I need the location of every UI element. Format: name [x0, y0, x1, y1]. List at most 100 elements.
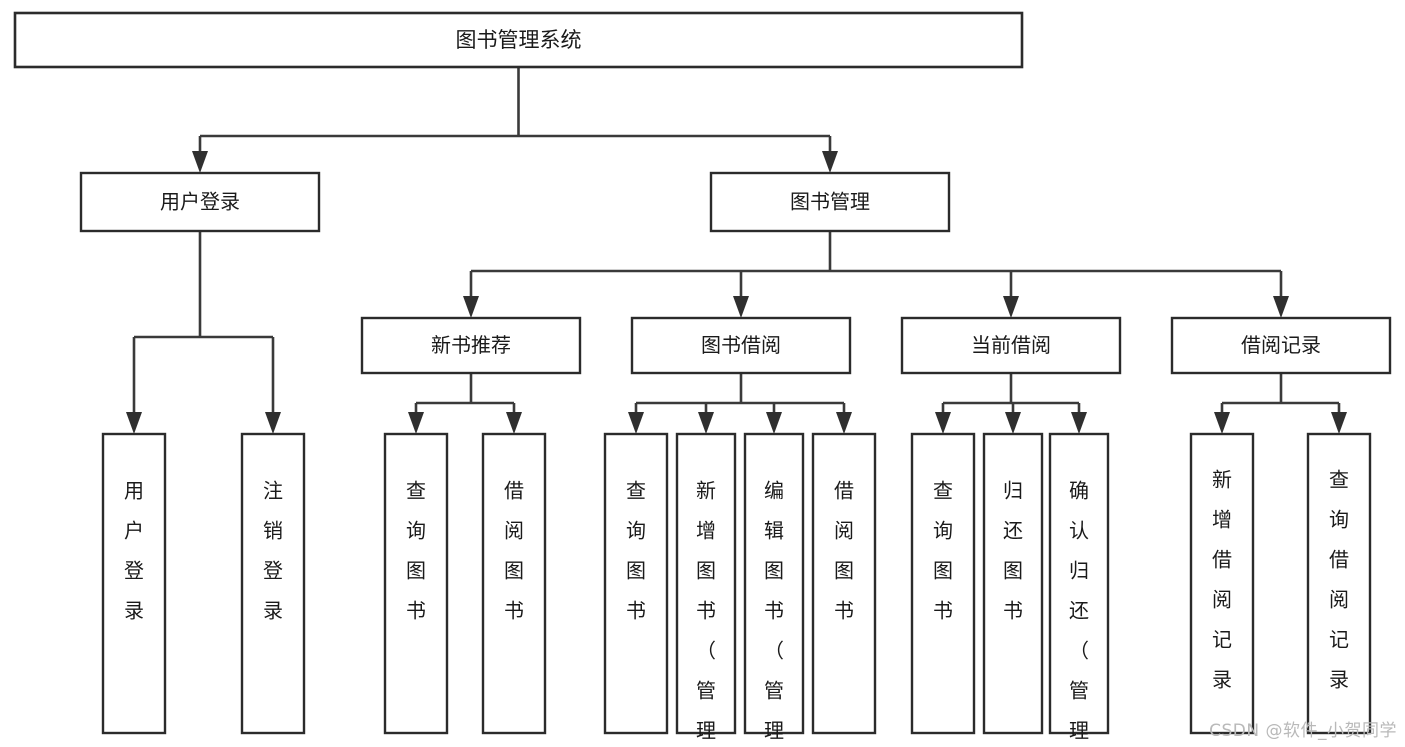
arrow-head-icon — [698, 412, 714, 434]
arrow-head-icon — [836, 412, 852, 434]
node-label-char: 图 — [406, 559, 426, 583]
node-label-char: 理 — [1069, 719, 1089, 743]
arrow-head-icon — [733, 296, 749, 318]
node-label-char: 录 — [263, 599, 283, 623]
node-box — [900, 316, 1122, 375]
node-label-char: 查 — [626, 479, 646, 503]
node-leaf-borrow-book-recommend[interactable]: 借阅图书借阅图书 — [0, 0, 547, 735]
node-label-char: 书 — [504, 599, 524, 623]
node-box — [603, 432, 669, 735]
arrow-head-icon — [265, 412, 281, 434]
node-box — [360, 316, 582, 375]
node-label-char: 阅 — [834, 519, 854, 543]
node-label-char: 书 — [933, 599, 953, 623]
node-label-char: 辑 — [764, 519, 784, 543]
node-box — [709, 171, 951, 233]
node-label-char: 借 — [834, 479, 854, 503]
node-label-char: 理 — [696, 719, 716, 743]
node-label-char: 增 — [1212, 508, 1232, 532]
node-label-char: 图 — [504, 559, 524, 583]
node-box — [383, 432, 449, 735]
node-label: 用户登录 — [160, 190, 240, 214]
node-label-char: 理 — [764, 719, 784, 743]
arrow-head-icon — [1003, 296, 1019, 318]
node-label-char: 书 — [764, 599, 784, 623]
node-label-char: 增 — [696, 519, 716, 543]
node-label-char: 登 — [263, 559, 283, 583]
node-label-char: 新 — [696, 479, 716, 503]
node-label-char: 书 — [626, 599, 646, 623]
node-label-char: 记 — [1212, 628, 1232, 652]
node-label-char: 管 — [1069, 679, 1089, 703]
node-current-borrow[interactable]: 当前借阅 — [900, 316, 1122, 375]
arrow-head-icon — [463, 296, 479, 318]
node-leaf-return-book[interactable]: 归还图书归还图书 — [0, 0, 1044, 735]
node-box — [481, 432, 547, 735]
node-label-char: 查 — [406, 479, 426, 503]
node-box — [982, 432, 1044, 735]
node-label-char: 借 — [1329, 548, 1349, 572]
node-box — [1189, 432, 1255, 735]
node-label: 图书借阅 — [701, 333, 781, 357]
node-label-char: 查 — [933, 479, 953, 503]
node-label-char: 还 — [1003, 519, 1023, 543]
node-leaf-borrow-book[interactable]: 借阅图书借阅图书 — [0, 0, 877, 735]
csdn-watermark: CSDN @软件_小贺同学 — [1209, 721, 1397, 741]
node-label-char: 询 — [626, 519, 646, 543]
node-box — [910, 432, 976, 735]
node-label: 图书管理 — [790, 190, 870, 214]
node-root[interactable]: 图书管理系统 — [13, 11, 1024, 69]
node-leaf-logout[interactable]: 注销登录注销登录 — [0, 0, 306, 735]
arrow-head-icon — [1005, 412, 1021, 434]
node-label-char: 记 — [1329, 628, 1349, 652]
node-user-login[interactable]: 用户登录 — [79, 171, 321, 233]
arrow-head-icon — [628, 412, 644, 434]
node-book-management[interactable]: 图书管理 — [709, 171, 951, 233]
node-label: 当前借阅 — [971, 333, 1051, 357]
node-label-char: 图 — [1003, 559, 1023, 583]
node-label-char: （ — [696, 639, 716, 663]
arrow-head-icon — [126, 412, 142, 434]
node-label-char: 录 — [1212, 668, 1232, 692]
node-leaf-user-login[interactable]: 用户登录用户登录 — [0, 0, 167, 735]
node-new-book-recommend[interactable]: 新书推荐 — [360, 316, 582, 375]
node-label: 借阅记录 — [1241, 333, 1321, 357]
node-label-char: 图 — [933, 559, 953, 583]
node-label-char: 图 — [696, 559, 716, 583]
node-label: 新书推荐 — [431, 333, 511, 357]
node-box — [13, 11, 1024, 69]
node-label-char: 登 — [124, 559, 144, 583]
node-box — [811, 432, 877, 735]
node-box — [675, 432, 737, 735]
node-label-char: 归 — [1003, 479, 1023, 503]
node-box — [1170, 316, 1392, 375]
node-box — [743, 432, 805, 735]
node-label-char: 阅 — [504, 519, 524, 543]
arrow-head-icon — [766, 412, 782, 434]
node-leaf-query-book-recommend[interactable]: 查询图书查询图书 — [0, 0, 449, 735]
node-box — [101, 432, 167, 735]
node-leaf-query-book-current[interactable]: 查询图书查询图书 — [0, 0, 976, 735]
node-label-char: 图 — [764, 559, 784, 583]
node-label-char: 借 — [1212, 548, 1232, 572]
node-label-char: 询 — [1329, 508, 1349, 532]
arrow-head-icon — [1071, 412, 1087, 434]
node-book-borrow[interactable]: 图书借阅 — [630, 316, 852, 375]
node-leaf-query-borrow-record[interactable]: 查询借阅记录查询借阅记录 — [0, 0, 1372, 735]
node-box — [630, 316, 852, 375]
node-label-char: （ — [1069, 639, 1089, 663]
node-label-char: 书 — [834, 599, 854, 623]
arrow-head-icon — [822, 151, 838, 173]
node-box — [1048, 432, 1110, 735]
node-label-char: 询 — [406, 519, 426, 543]
node-leaf-query-book-borrow[interactable]: 查询图书查询图书 — [0, 0, 669, 735]
arrow-head-icon — [506, 412, 522, 434]
node-leaf-add-borrow-record[interactable]: 新增借阅记录新增借阅记录 — [0, 0, 1255, 735]
node-borrow-record[interactable]: 借阅记录 — [1170, 316, 1392, 375]
node-label-char: 书 — [406, 599, 426, 623]
